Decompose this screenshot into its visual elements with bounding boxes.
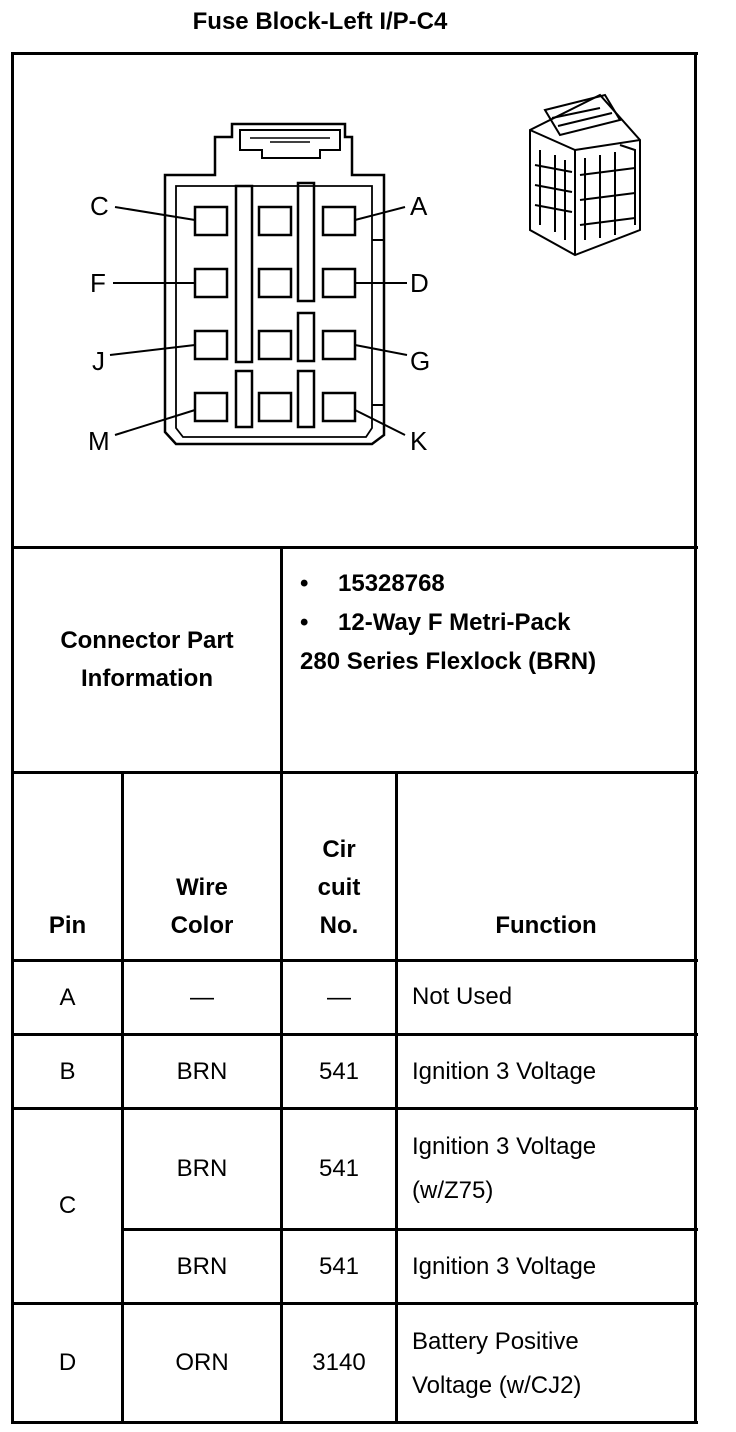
row-c2-function: Ignition 3 Voltage: [412, 1253, 597, 1280]
frame-top: [11, 52, 698, 55]
leader-line: [114, 206, 196, 221]
page-title: Fuse Block-Left I/P-C4: [192, 8, 448, 35]
row-d-function-line2: Voltage (w/CJ2): [412, 1372, 582, 1399]
divider-pin-col: [121, 771, 124, 1424]
bullet: •: [300, 570, 309, 597]
divider-info: [11, 771, 698, 774]
cavity: [321, 329, 357, 361]
leader-line: [354, 409, 406, 436]
frame-right: [694, 52, 697, 1424]
cavity: [193, 329, 229, 361]
cavity: [193, 205, 229, 237]
header-pin: Pin: [48, 912, 87, 939]
row-c2-wire: BRN: [176, 1252, 228, 1280]
divider-row-b: [11, 1107, 698, 1110]
row-c2-circuit: 541: [318, 1252, 360, 1280]
row-c1-wire: BRN: [176, 1155, 228, 1182]
row-b-wire: BRN: [176, 1057, 228, 1085]
pin-label-f: F: [90, 268, 106, 298]
frame-bottom: [11, 1421, 698, 1424]
cavity: [321, 267, 357, 299]
pin-label-m: M: [88, 426, 110, 456]
row-d-wire: ORN: [175, 1349, 229, 1376]
row-d-circuit: 3140: [312, 1349, 366, 1376]
row-a-pin: A: [59, 983, 76, 1011]
connector-inner-outline: [175, 185, 373, 438]
row-b-circuit: 541: [318, 1057, 360, 1085]
connector-latch: [239, 129, 341, 159]
cavity: [257, 329, 293, 361]
row-c-pin: C: [58, 1192, 77, 1219]
cavity: [321, 205, 357, 237]
header-circuit: Cir cuit No.: [317, 836, 361, 939]
connector-diagram: C A F D J G M K: [88, 93, 641, 456]
row-c1-circuit: 541: [318, 1155, 360, 1182]
connector-series: 280 Series Flexlock (BRN): [300, 648, 597, 675]
cavity: [321, 391, 357, 423]
pin-label-j: J: [92, 346, 105, 376]
divider-row-c-sub: [123, 1228, 698, 1231]
row-b-function: Ignition 3 Voltage: [412, 1058, 597, 1085]
connector-body: [163, 122, 386, 446]
connector-info-label: Connector Part Information: [60, 627, 234, 692]
row-d-function-line1: Battery Positive: [412, 1328, 579, 1355]
separator-bar: [296, 311, 316, 363]
header-wire-color: Wire Color: [170, 874, 234, 939]
separator-bar: [296, 181, 316, 303]
separator-bar: [234, 184, 254, 364]
divider-row-a: [11, 1033, 698, 1036]
row-b-pin: B: [59, 1057, 76, 1085]
divider-row-c: [11, 1302, 698, 1305]
header-function: Function: [495, 912, 597, 939]
divider-info-vertical: [280, 546, 283, 1424]
connector-3d-illustration: [529, 93, 641, 257]
row-c1-function-line2: (w/Z75): [412, 1177, 494, 1204]
separator-bar: [296, 369, 316, 429]
pin-label-a: A: [410, 191, 428, 221]
connector-type: •12-Way F Metri-Pack: [300, 609, 571, 636]
cavity: [257, 391, 293, 423]
row-a-wire: —: [190, 983, 214, 1011]
row-d-pin: D: [58, 1349, 77, 1376]
pin-label-d: D: [410, 268, 429, 298]
cavity: [193, 267, 229, 299]
cavity: [193, 391, 229, 423]
cavity: [257, 267, 293, 299]
divider-header: [11, 959, 698, 962]
divider-diagram: [11, 546, 698, 549]
pin-label-c: C: [90, 191, 109, 221]
pin-label-k: K: [410, 426, 428, 456]
part-number: •15328768: [300, 570, 445, 597]
separator-bar: [234, 369, 254, 429]
frame-left: [11, 52, 14, 1424]
leader-line: [109, 344, 196, 356]
leader-line: [354, 206, 406, 221]
row-a-function: Not Used: [412, 983, 513, 1010]
bullet: •: [300, 609, 309, 636]
pin-label-g: G: [410, 346, 430, 376]
cavity: [257, 205, 293, 237]
leader-line: [114, 409, 196, 436]
row-c1-function-line1: Ignition 3 Voltage: [412, 1133, 597, 1160]
leader-line: [354, 344, 408, 356]
row-a-circuit: —: [327, 983, 351, 1011]
divider-circuit-col: [395, 771, 398, 1424]
